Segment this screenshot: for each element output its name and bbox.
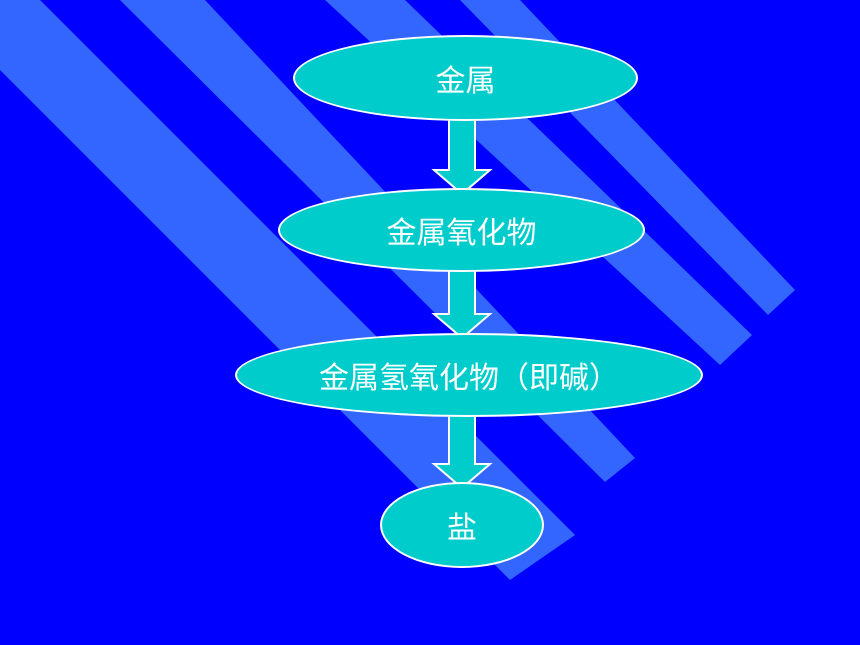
arrow-down-icon — [431, 409, 493, 490]
node-label: 盐 — [447, 511, 477, 546]
arrow-down-icon — [431, 263, 493, 340]
node-label: 金属氧化物 — [386, 216, 537, 251]
arrow-down-icon — [431, 117, 493, 196]
node-salt: 盐 — [380, 482, 544, 568]
node-metal-hydroxide: 金属氢氧化物（即碱） — [235, 333, 703, 417]
node-metal-oxide: 金属氧化物 — [278, 188, 645, 272]
node-metal: 金属 — [293, 35, 638, 121]
node-label: 金属氢氧化物（即碱） — [319, 361, 619, 396]
stripe — [0, 0, 575, 580]
node-label: 金属 — [435, 64, 496, 99]
